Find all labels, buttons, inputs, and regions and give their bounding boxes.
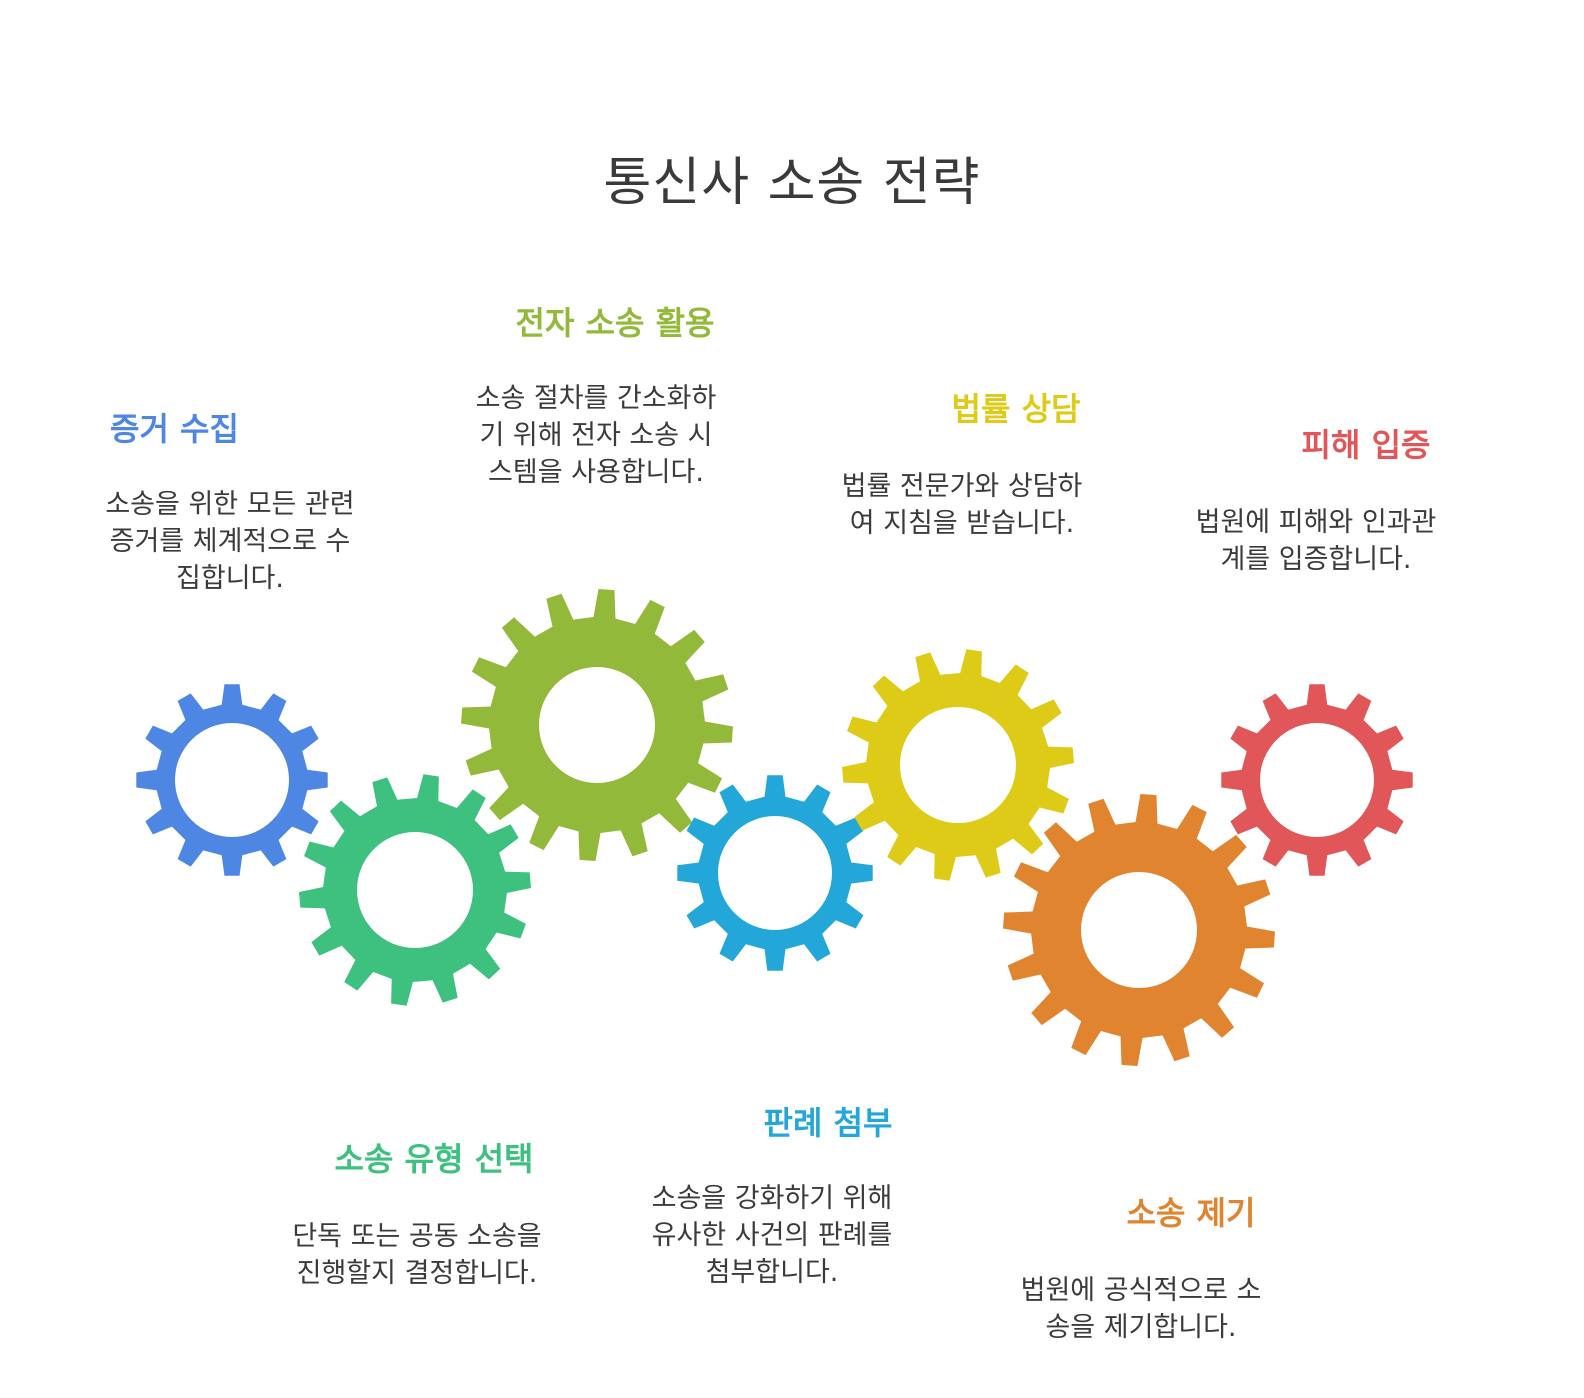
step-heading-legal-consult: 법률 상담: [951, 390, 1081, 428]
gear-icon-electronic-lawsuit: [461, 589, 733, 861]
step-description-legal-consult: 법률 전문가와 상담하 여 지침을 받습니다.: [841, 471, 1083, 539]
step-heading-lawsuit-type: 소송 유형 선택: [334, 1140, 534, 1178]
step-description-precedent: 소송을 강화하기 위해 유사한 사건의 판례를 첨부합니다.: [651, 1183, 893, 1288]
step-label-electronic-lawsuit: 전자 소송 활용 소송 절차를 간소화하 기 위해 전자 소송 시 스템을 사용…: [426, 298, 766, 491]
step-heading-file-lawsuit: 소송 제기: [1126, 1194, 1256, 1232]
gear-icon-lawsuit-type: [299, 774, 531, 1006]
step-label-precedent: 판례 첨부 소송을 강화하기 위해 유사한 사건의 판례를 첨부합니다.: [602, 1098, 942, 1291]
step-description-file-lawsuit: 법원에 공식적으로 소 송을 제기합니다.: [1020, 1275, 1262, 1343]
diagram-title: 통신사 소송 전략: [603, 153, 981, 213]
gear-icon-legal-consult: [842, 649, 1074, 881]
step-label-legal-consult: 법률 상담 법률 전문가와 상담하 여 지침을 받습니다.: [792, 384, 1132, 542]
step-label-file-lawsuit: 소송 제기 법원에 공식적으로 소 송을 제기합니다.: [971, 1188, 1311, 1346]
step-description-evidence: 소송을 위한 모든 관련 증거를 체계적으로 수 집합니다.: [105, 489, 355, 594]
gear-icon-prove-damage: [1221, 684, 1413, 876]
step-heading-electronic-lawsuit: 전자 소송 활용: [515, 304, 715, 342]
gear-icon-file-lawsuit: [1003, 794, 1275, 1066]
step-label-evidence: 증거 수집 소송을 위한 모든 관련 증거를 체계적으로 수 집합니다.: [60, 404, 400, 597]
step-heading-evidence: 증거 수집: [110, 410, 239, 448]
step-description-lawsuit-type: 단독 또는 공동 소송을 진행할지 결정합니다.: [292, 1221, 542, 1289]
step-description-prove-damage: 법원에 피해와 인과관 계를 입증합니다.: [1195, 507, 1437, 575]
step-label-lawsuit-type: 소송 유형 선택 단독 또는 공동 소송을 진행할지 결정합니다.: [247, 1134, 587, 1292]
gear-icon-precedent: [677, 775, 873, 971]
gear-icon-evidence: [136, 684, 328, 876]
step-heading-prove-damage: 피해 입증: [1301, 426, 1431, 464]
step-description-electronic-lawsuit: 소송 절차를 간소화하 기 위해 전자 소송 시 스템을 사용합니다.: [475, 383, 717, 488]
step-label-prove-damage: 피해 입증 법원에 피해와 인과관 계를 입증합니다.: [1146, 420, 1486, 578]
step-heading-precedent: 판례 첨부: [763, 1104, 893, 1142]
